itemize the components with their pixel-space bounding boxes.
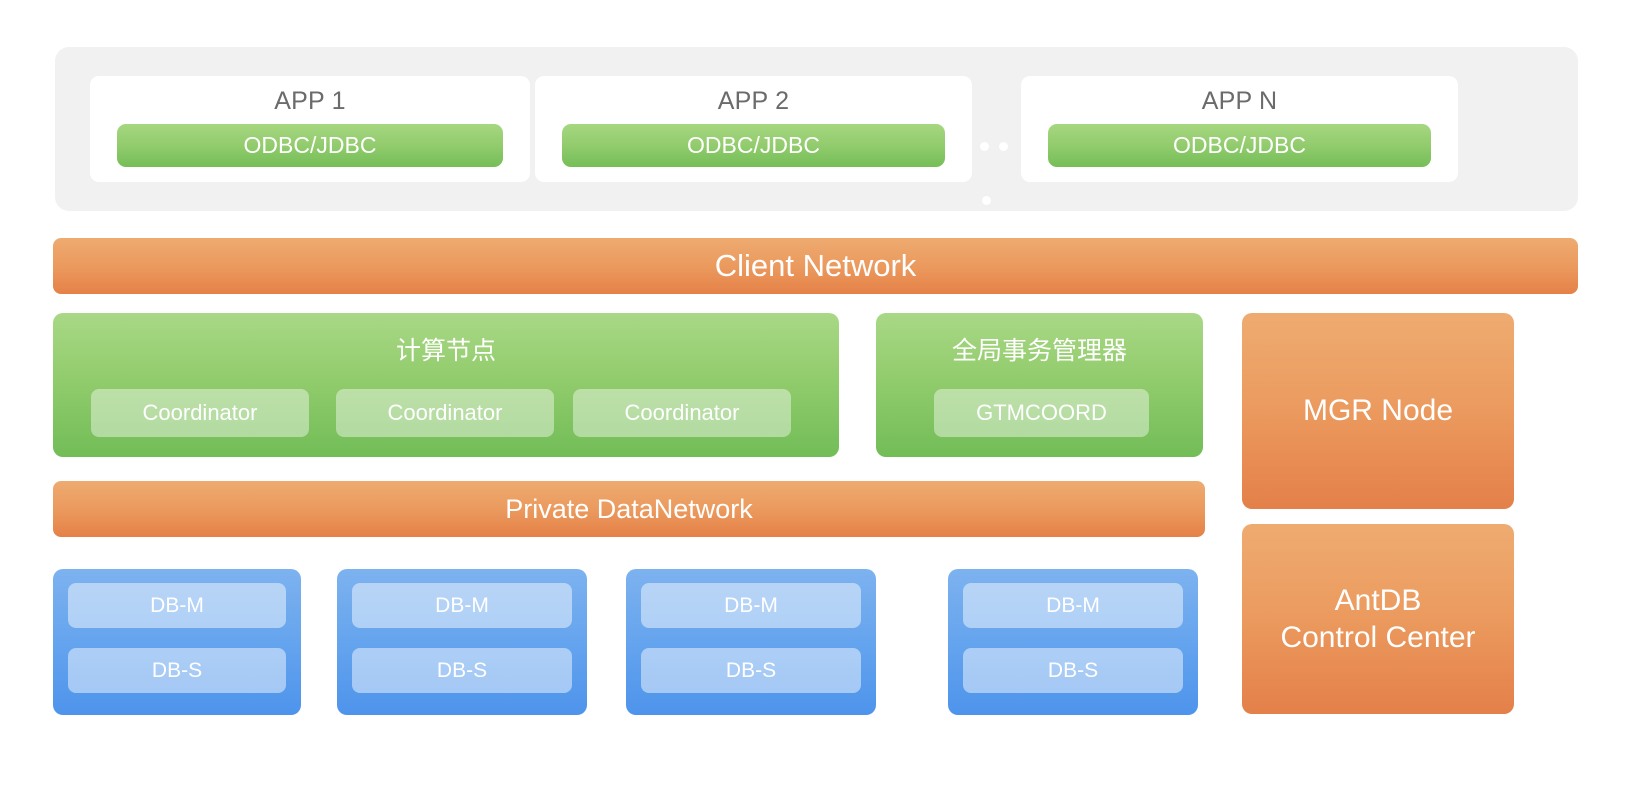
private-data-network-bar: Private DataNetwork (53, 481, 1205, 537)
db-master-node[interactable]: DB-M (963, 583, 1183, 628)
application-layer-panel: APP 1 ODBC/JDBC APP 2 ODBC/JDBC APP N OD… (55, 47, 1578, 211)
db-master-node[interactable]: DB-M (352, 583, 572, 628)
db-slave-node[interactable]: DB-S (68, 648, 286, 693)
ellipsis-dot-icon (980, 142, 989, 151)
coordinator-node-2[interactable]: Coordinator (336, 389, 554, 437)
coordinator-node-1[interactable]: Coordinator (91, 389, 309, 437)
gtmcoord-node[interactable]: GTMCOORD (934, 389, 1149, 437)
app-card-1[interactable]: APP 1 ODBC/JDBC (90, 76, 530, 182)
compute-nodes-title: 计算节点 (395, 337, 496, 365)
app-title: APP 1 (274, 87, 346, 115)
ellipsis-dot-icon (999, 142, 1008, 151)
control-center-line-2: Control Center (1280, 621, 1476, 654)
mgr-node-card[interactable]: MGR Node (1242, 313, 1514, 509)
app-title: APP N (1201, 87, 1278, 115)
db-group-3: DB-M DB-S (626, 569, 876, 715)
db-slave-node[interactable]: DB-S (963, 648, 1183, 693)
odbc-jdbc-connector[interactable]: ODBC/JDBC (117, 124, 503, 167)
db-group-2: DB-M DB-S (337, 569, 587, 715)
control-center-label-wrapper: AntDB Control Center (1280, 582, 1475, 656)
client-network-bar: Client Network (53, 238, 1578, 294)
db-slave-node[interactable]: DB-S (641, 648, 861, 693)
ellipsis-dot-icon (982, 196, 991, 205)
compute-nodes-panel: 计算节点 Coordinator Coordinator Coordinator (53, 313, 839, 457)
db-group-4: DB-M DB-S (948, 569, 1198, 715)
db-slave-node[interactable]: DB-S (352, 648, 572, 693)
db-master-node[interactable]: DB-M (68, 583, 286, 628)
odbc-jdbc-connector[interactable]: ODBC/JDBC (1048, 124, 1431, 167)
coordinator-node-3[interactable]: Coordinator (573, 389, 791, 437)
global-transaction-manager-panel: 全局事务管理器 GTMCOORD (876, 313, 1203, 457)
db-group-1: DB-M DB-S (53, 569, 301, 715)
antdb-control-center-card[interactable]: AntDB Control Center (1242, 524, 1514, 714)
app-card-n[interactable]: APP N ODBC/JDBC (1021, 76, 1458, 182)
db-master-node[interactable]: DB-M (641, 583, 861, 628)
gtm-title: 全局事务管理器 (951, 337, 1127, 365)
control-center-line-1: AntDB (1334, 583, 1422, 617)
odbc-jdbc-connector[interactable]: ODBC/JDBC (562, 124, 945, 167)
app-card-2[interactable]: APP 2 ODBC/JDBC (535, 76, 972, 182)
app-title: APP 2 (717, 87, 790, 115)
